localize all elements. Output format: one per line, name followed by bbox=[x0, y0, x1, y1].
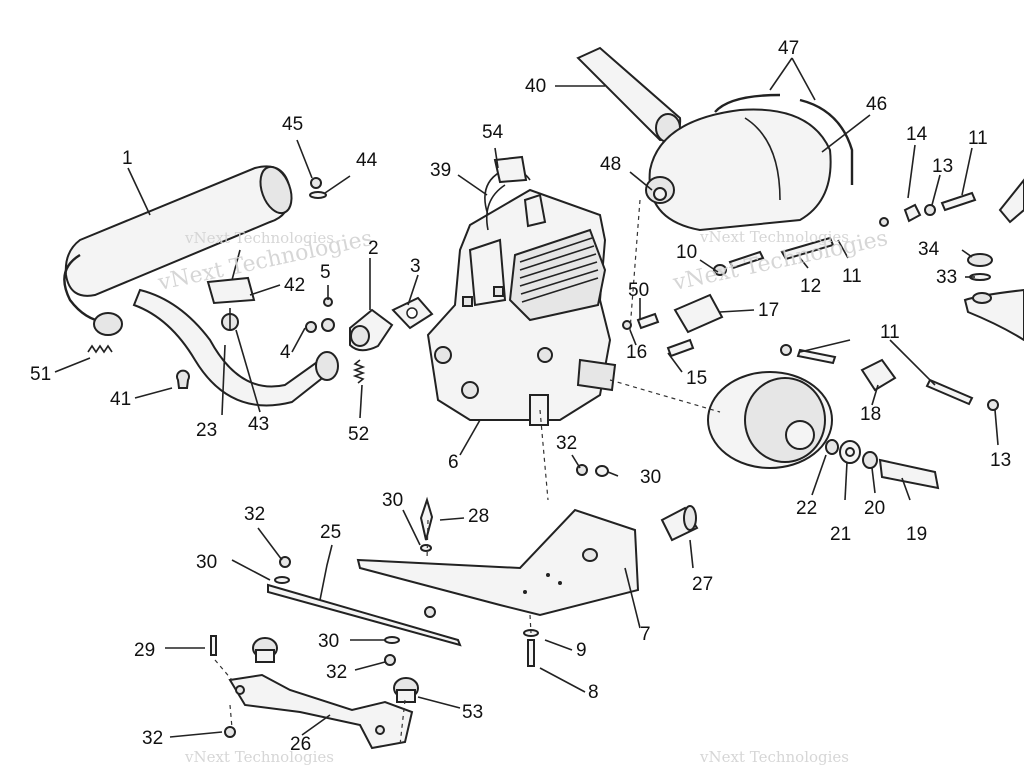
callout-52: 52 bbox=[348, 424, 369, 445]
spring-52 bbox=[352, 359, 366, 384]
plug-41 bbox=[176, 369, 190, 389]
callout-11-top: 11 bbox=[968, 128, 988, 149]
callout-42: 42 bbox=[284, 275, 305, 296]
callout-20: 20 bbox=[864, 498, 885, 519]
callout-16: 16 bbox=[626, 342, 647, 363]
callout-4: 4 bbox=[280, 342, 291, 363]
alignment-lines bbox=[214, 199, 641, 746]
heat-shield bbox=[206, 249, 256, 331]
watermark-5: vNext Technologies bbox=[184, 748, 334, 766]
muffler bbox=[63, 165, 293, 336]
callout-7: 7 bbox=[640, 624, 651, 645]
ignition-coil-wire bbox=[484, 155, 531, 231]
watermark-1: vNext Technologies bbox=[184, 229, 334, 247]
mounting-plate-7 bbox=[356, 508, 640, 617]
vent-hoses-47 bbox=[714, 93, 854, 185]
callout-27: 27 bbox=[692, 574, 713, 595]
callout-39: 39 bbox=[430, 160, 451, 181]
watermark-6: vNext Technologies bbox=[699, 748, 849, 766]
callout-51: 51 bbox=[30, 364, 51, 385]
engine bbox=[426, 188, 617, 426]
mounts-53 bbox=[252, 637, 419, 703]
callout-23: 23 bbox=[196, 420, 217, 441]
callout-32-d: 32 bbox=[142, 728, 163, 749]
callout-28: 28 bbox=[468, 506, 489, 527]
intake-hose-40 bbox=[576, 46, 682, 143]
callout-41: 41 bbox=[110, 389, 131, 410]
callout-13-bottom: 13 bbox=[990, 450, 1011, 471]
callout-30-b: 30 bbox=[640, 467, 661, 488]
callout-44: 44 bbox=[356, 150, 378, 171]
callout-12: 12 bbox=[800, 276, 821, 297]
callout-2: 2 bbox=[368, 238, 379, 259]
callout-40: 40 bbox=[525, 76, 546, 97]
callout-17: 17 bbox=[758, 300, 779, 321]
callout-32-a: 32 bbox=[244, 504, 265, 525]
callout-48: 48 bbox=[600, 154, 621, 175]
callout-8: 8 bbox=[588, 682, 599, 703]
callout-30-d: 30 bbox=[318, 631, 339, 652]
air-cleaner bbox=[645, 108, 832, 232]
exhaust-pipe bbox=[132, 288, 339, 407]
exhaust-flange bbox=[391, 296, 434, 330]
mount-27 bbox=[660, 505, 699, 542]
callout-50: 50 bbox=[628, 280, 649, 301]
callout-34: 34 bbox=[918, 239, 940, 260]
tank-edge bbox=[963, 178, 1024, 342]
callout-1: 1 bbox=[122, 148, 133, 169]
callout-46: 46 bbox=[866, 94, 887, 115]
watermark-3: vNext Technologies bbox=[699, 228, 849, 246]
callout-32-c: 32 bbox=[326, 662, 347, 683]
callout-22: 22 bbox=[796, 498, 817, 519]
small-hardware-top-left bbox=[305, 177, 335, 333]
exhaust-elbow bbox=[349, 308, 394, 352]
rod-25 bbox=[267, 583, 462, 647]
callout-53: 53 bbox=[462, 702, 483, 723]
callout-18: 18 bbox=[860, 404, 881, 425]
spring-51 bbox=[87, 344, 113, 354]
callout-32-b: 32 bbox=[556, 433, 577, 454]
callout-30-a: 30 bbox=[382, 490, 403, 511]
callout-26: 26 bbox=[290, 734, 311, 755]
fuel-line-parts bbox=[622, 191, 977, 358]
callout-47: 47 bbox=[778, 38, 799, 59]
callout-21: 21 bbox=[830, 524, 851, 545]
callout-29: 29 bbox=[134, 640, 155, 661]
callout-10: 10 bbox=[676, 242, 697, 263]
callout-5: 5 bbox=[320, 262, 331, 283]
callout-43: 43 bbox=[248, 414, 269, 435]
callout-13-top: 13 bbox=[932, 156, 953, 177]
callout-25: 25 bbox=[320, 522, 341, 543]
rubber-mount-18 bbox=[780, 344, 999, 411]
callout-19: 19 bbox=[906, 524, 927, 545]
lower-bracket-26 bbox=[228, 673, 414, 750]
callouts: 1 2 3 4 5 6 7 8 9 10 11 11 11 12 13 13 1… bbox=[30, 38, 1011, 755]
callout-14: 14 bbox=[906, 124, 928, 145]
callout-3: 3 bbox=[410, 256, 421, 277]
callout-54: 54 bbox=[482, 122, 504, 143]
callout-33: 33 bbox=[936, 267, 957, 288]
cylinder-fins bbox=[519, 237, 599, 303]
callout-30-c: 30 bbox=[196, 552, 217, 573]
callout-45: 45 bbox=[282, 114, 303, 135]
leader-lines bbox=[54, 57, 999, 738]
callout-11-right: 11 bbox=[880, 322, 900, 343]
callout-11-mid: 11 bbox=[842, 266, 862, 287]
callout-6: 6 bbox=[448, 452, 459, 473]
clutch-pulley bbox=[609, 371, 940, 490]
callout-15: 15 bbox=[686, 368, 707, 389]
callout-9: 9 bbox=[576, 640, 587, 661]
